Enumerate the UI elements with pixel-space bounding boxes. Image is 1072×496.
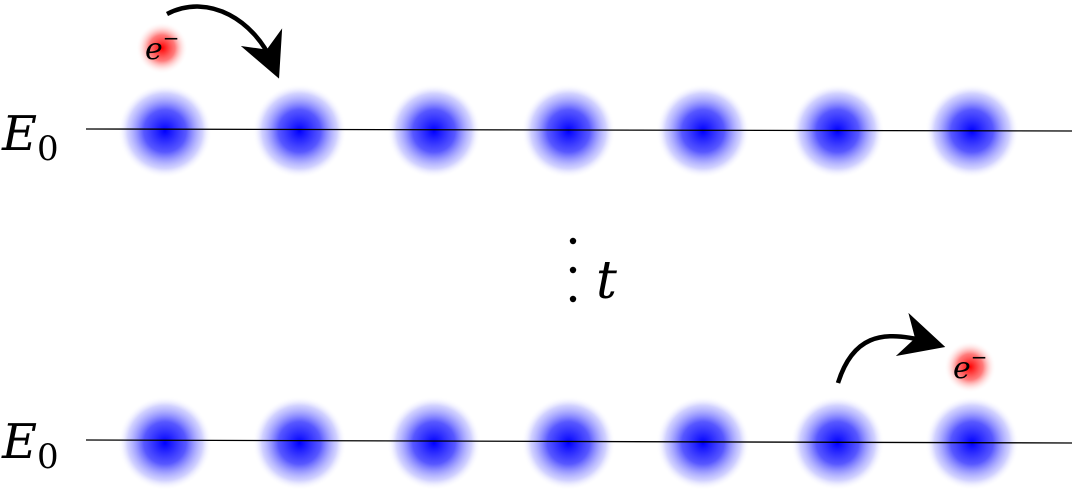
bottom-energy-label: E0 [1,414,59,477]
time-ellipsis: t [569,237,617,311]
bottom-energy-line [85,439,1072,444]
time-label: t [596,251,617,311]
top-chain: E0 [1,84,1072,178]
bottom-chain: E0 [1,396,1072,490]
lattice-site [118,84,212,178]
electron-label: e− [953,345,988,386]
bottom-electron: e− [944,341,996,393]
electron-glow [136,22,188,74]
hop-arrow-top [165,4,283,79]
ellipsis-dot [569,266,577,274]
lattice-site [118,396,212,490]
electron-label: e− [145,26,180,67]
lattice-site [387,84,481,178]
lattice-site [656,84,750,178]
lattice-site [252,396,347,490]
hop-arrow-bottom [835,312,946,384]
electron-glow [944,341,996,393]
ellipsis-dot [569,237,577,245]
lattice-site [387,396,481,490]
ellipsis-dot [569,295,577,303]
top-electron: e− [136,22,188,74]
top-energy-line [85,128,1072,132]
lattice-site [656,396,750,490]
lattice-site [521,396,616,490]
lattice-site [252,84,347,178]
lattice-site [521,84,616,178]
lattice-site [790,396,885,490]
top-energy-label: E0 [1,106,59,169]
